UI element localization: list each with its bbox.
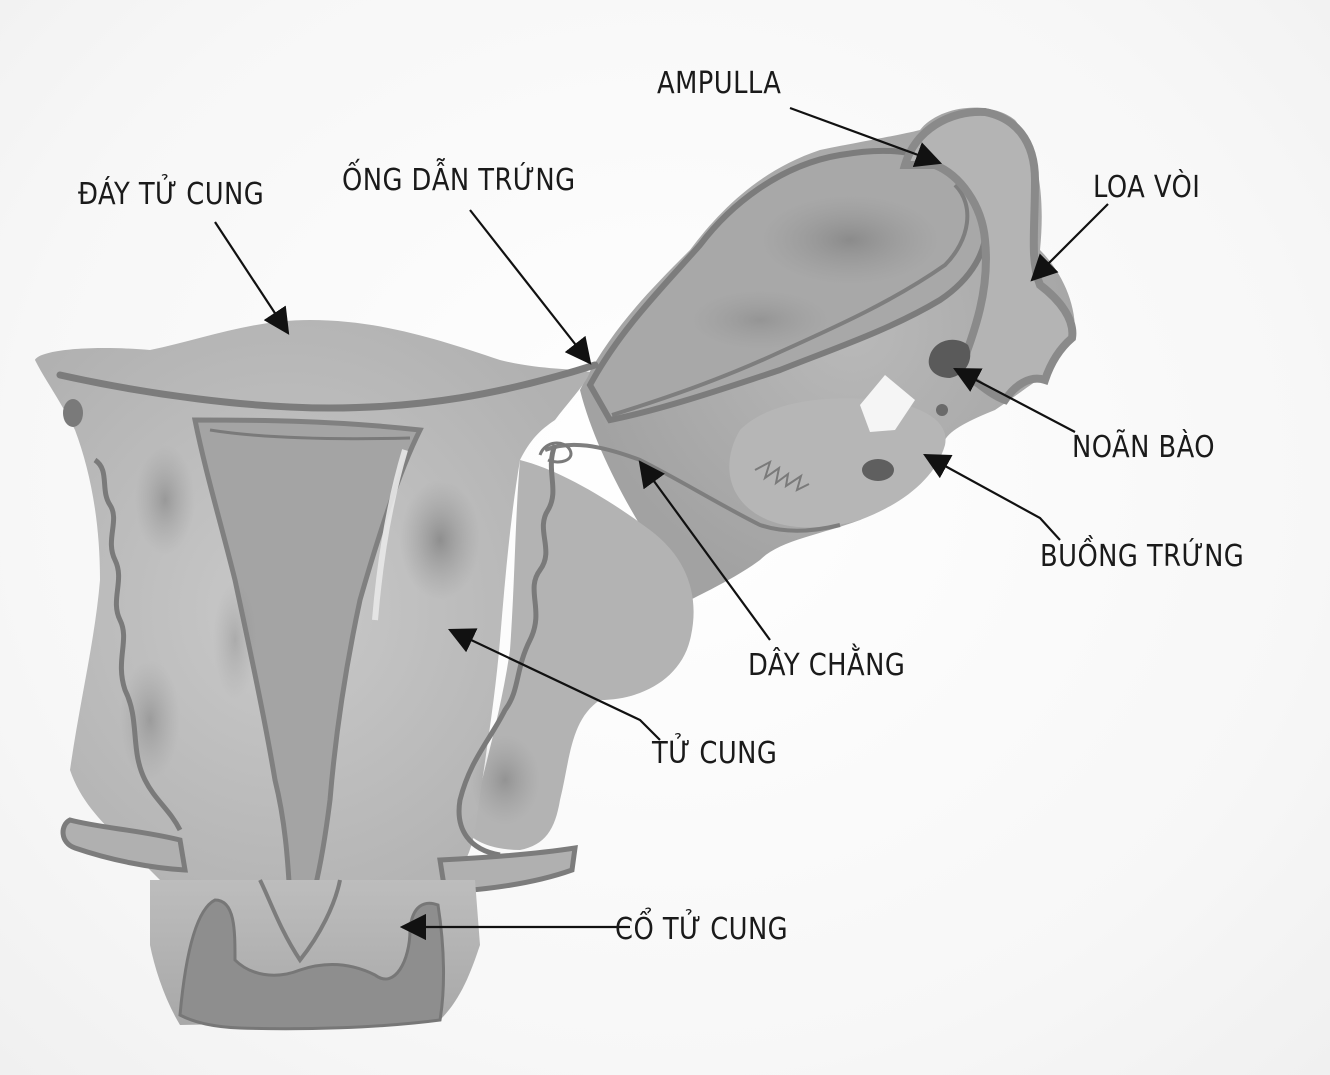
arrow-buong-trung [925,455,1060,540]
arrow-day-tu-cung [215,222,288,333]
ovary [729,398,945,527]
label-loa-voi: LOA VÒI [1093,170,1200,205]
label-day-tu-cung: ĐÁY TỬ CUNG [78,177,264,212]
label-noan-bao: NOÃN BÀO [1072,430,1215,465]
arrow-loa-voi [1032,204,1108,280]
label-tu-cung: TỬ CUNG [652,736,777,771]
label-ampulla: AMPULLA [657,66,781,101]
arrow-ong-dan-trung [470,210,590,363]
label-buong-trung: BUỒNG TRỨNG [1040,539,1244,574]
label-ong-dan-trung: ỐNG DẪN TRỨNG [342,163,576,198]
label-day-chang: DÂY CHẰNG [748,648,905,683]
label-co-tu-cung: CỔ TỬ CUNG [615,912,788,947]
